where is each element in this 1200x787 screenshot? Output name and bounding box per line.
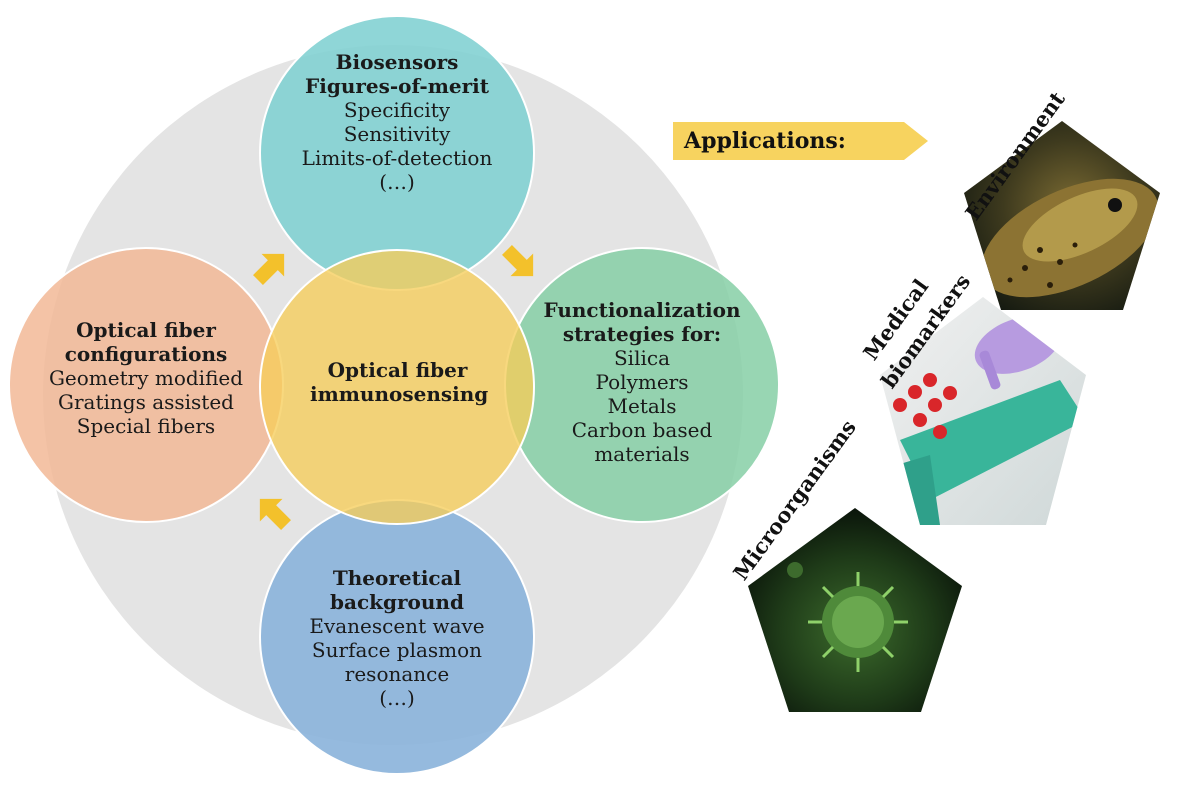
top-title-line1: Biosensors (335, 50, 459, 74)
left-item: Special fibers (76, 414, 216, 438)
right-item: Carbon based (571, 418, 713, 442)
center-circle (259, 249, 535, 525)
top-item: (…) (379, 170, 415, 194)
top-title-line2: Figures-of-merit (305, 74, 489, 98)
left-item: Gratings assisted (58, 390, 234, 414)
top-circle-text: Biosensors Figures-of-merit Specificity … (277, 50, 517, 194)
top-item: Limits-of-detection (301, 146, 493, 170)
bottom-title-line1: Theoretical (332, 566, 462, 590)
environment-image (964, 121, 1160, 310)
right-item: Metals (607, 394, 677, 418)
right-title-line2: strategies for: (562, 322, 722, 346)
bottom-item: Surface plasmon (311, 638, 483, 662)
right-item: Silica (613, 346, 670, 370)
bottom-item: resonance (344, 662, 450, 686)
left-item: Geometry modified (48, 366, 244, 390)
bottom-item: Evanescent wave (309, 614, 485, 638)
right-title-line1: Functionalization (543, 298, 741, 322)
bottom-item: (…) (379, 686, 415, 710)
top-item: Specificity (343, 98, 451, 122)
arrow-bottom-to-left-icon (259, 498, 291, 530)
left-circle-text: Optical fiber configurations Geometry mo… (16, 318, 276, 438)
right-item: Polymers (595, 370, 689, 394)
left-title-line1: Optical fiber (76, 318, 216, 342)
center-circle-text: Optical fiber immunosensing (310, 358, 489, 406)
right-circle-text: Functionalization strategies for: Silica… (532, 298, 752, 466)
bottom-circle-text: Theoretical background Evanescent wave S… (277, 566, 517, 710)
arrow-left-to-top-icon (253, 253, 285, 285)
right-item: materials (594, 442, 690, 466)
medical-biomarkers-image (880, 297, 1086, 525)
microorganisms-image (748, 508, 962, 712)
left-title-line2: configurations (64, 342, 228, 366)
bottom-title-line2: background (330, 590, 464, 614)
applications-banner (673, 122, 928, 160)
arrow-top-to-right-icon (502, 245, 534, 277)
applications-label: Applications: (684, 128, 846, 154)
top-item: Sensitivity (343, 122, 451, 146)
center-title: Optical fiber immunosensing (310, 358, 489, 406)
